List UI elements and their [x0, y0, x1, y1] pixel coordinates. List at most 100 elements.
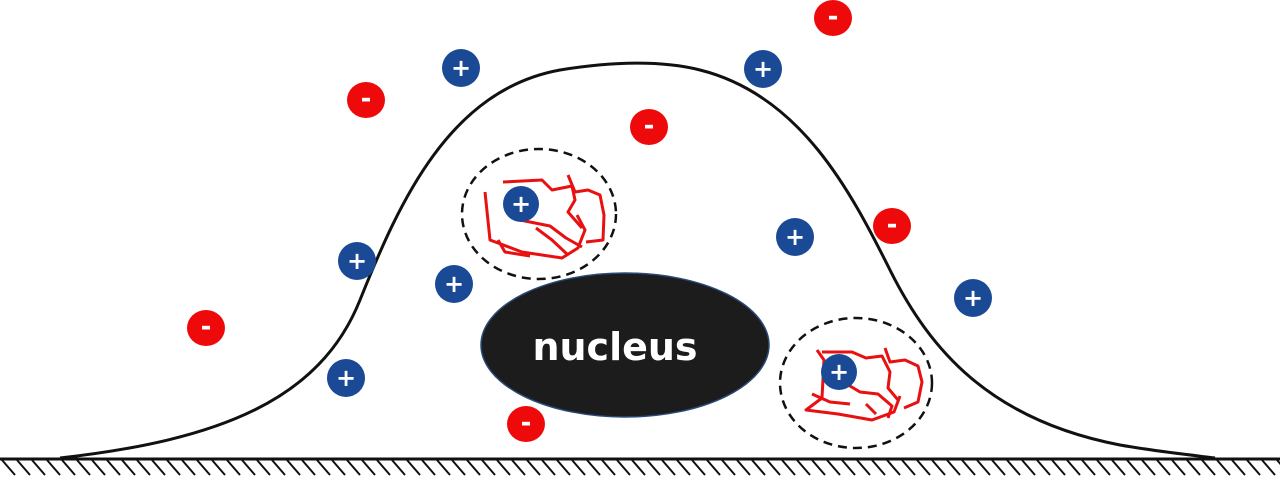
hatch-mark [16, 459, 31, 476]
dashed-enclosure [778, 316, 934, 450]
hatch-mark [226, 459, 241, 476]
negative-ion-body [873, 208, 911, 244]
positive-ion: + [744, 50, 782, 88]
hatch-mark [526, 459, 541, 476]
positive-ion: + [821, 354, 857, 390]
hatch-mark [481, 459, 496, 476]
positive-ion: + [503, 186, 539, 222]
hatch-mark [301, 459, 316, 476]
positive-ion: + [327, 359, 365, 397]
positive-ion-symbol: + [785, 223, 805, 251]
hatch-mark [826, 459, 841, 476]
hatch-mark [166, 459, 181, 476]
negative-ion: - [873, 208, 911, 244]
hatch-mark [571, 459, 586, 476]
positive-ion-body [435, 265, 473, 303]
hatch-mark [901, 459, 916, 476]
hatch-mark [196, 459, 211, 476]
hatch-mark [706, 459, 721, 476]
hatch-mark [241, 459, 256, 476]
hatch-mark [1126, 459, 1141, 476]
negative-ion: - [507, 406, 545, 442]
hatch-mark [946, 459, 961, 476]
hatch-mark [646, 459, 661, 476]
hatch-mark [886, 459, 901, 476]
hatch-mark [151, 459, 166, 476]
hatch-mark [556, 459, 571, 476]
hatch-mark [1276, 459, 1280, 465]
hatch-mark [991, 459, 1006, 476]
hatch-mark [271, 459, 286, 476]
positive-ion-body [954, 279, 992, 317]
hatch-mark [1021, 459, 1036, 476]
ion-channel-complex-right: + [778, 316, 934, 450]
hatch-mark [376, 459, 391, 476]
negative-ion-symbol: - [644, 111, 655, 141]
hatch-mark [1036, 459, 1051, 476]
hatch-mark [1231, 459, 1246, 476]
negative-ion: - [187, 310, 225, 346]
hatch-mark [106, 459, 121, 476]
positive-ion-body [442, 49, 480, 87]
hatch-mark [91, 459, 106, 476]
hatch-mark [691, 459, 706, 476]
hatch-mark [631, 459, 646, 476]
hatch-mark [871, 459, 886, 476]
hatch-mark [961, 459, 976, 476]
positive-ion-body [744, 50, 782, 88]
hatch-mark [1096, 459, 1111, 476]
nucleus-body [480, 272, 770, 418]
hatch-mark [286, 459, 301, 476]
hatch-mark [1156, 459, 1171, 476]
hatch-mark [421, 459, 436, 476]
hatch-mark [661, 459, 676, 476]
hatch-mark [391, 459, 406, 476]
hatch-mark [346, 459, 361, 476]
hatch-mark [316, 459, 331, 476]
hatch-mark [856, 459, 871, 476]
hatch-mark [331, 459, 346, 476]
hatch-mark [436, 459, 451, 476]
hatch-mark [976, 459, 991, 476]
hatch-mark [181, 459, 196, 476]
negative-ion-symbol: - [887, 210, 898, 240]
positive-ion: + [776, 218, 814, 256]
hatch-mark [1111, 459, 1126, 476]
hatch-mark [796, 459, 811, 476]
positive-ion-body [338, 242, 376, 280]
hatch-mark [451, 459, 466, 476]
hatch-mark [1246, 459, 1261, 476]
negative-ion-symbol: - [361, 84, 372, 114]
hatch-mark [121, 459, 136, 476]
positive-ion-symbol: + [444, 270, 464, 298]
nucleus-label: nucleus [532, 325, 697, 369]
hatch-mark [1216, 459, 1231, 476]
negative-ion: - [347, 82, 385, 118]
hatch-mark [1051, 459, 1066, 476]
hatch-mark [916, 459, 931, 476]
hatch-mark [1171, 459, 1186, 476]
hatch-mark [616, 459, 631, 476]
negative-ion-body [187, 310, 225, 346]
negative-ion-symbol: - [201, 312, 212, 342]
positive-ion-body [821, 354, 857, 390]
cell-membrane [59, 61, 1216, 460]
hatch-mark [31, 459, 46, 476]
negative-ion: - [814, 0, 852, 36]
hatch-mark [1081, 459, 1096, 476]
ion-channel-complex-left: + [460, 147, 618, 281]
hatch-mark [931, 459, 946, 476]
hatch-mark [1, 459, 16, 476]
hatch-mark [1066, 459, 1081, 476]
positive-ion-body [327, 359, 365, 397]
negative-ion: - [630, 109, 668, 145]
hatch-mark [766, 459, 781, 476]
negative-ion-body [630, 109, 668, 145]
positive-ion: + [442, 49, 480, 87]
hatch-mark [406, 459, 421, 476]
hatch-mark [46, 459, 61, 476]
filament-network [483, 174, 606, 260]
positive-ion: + [338, 242, 376, 280]
dashed-enclosure [460, 147, 618, 281]
